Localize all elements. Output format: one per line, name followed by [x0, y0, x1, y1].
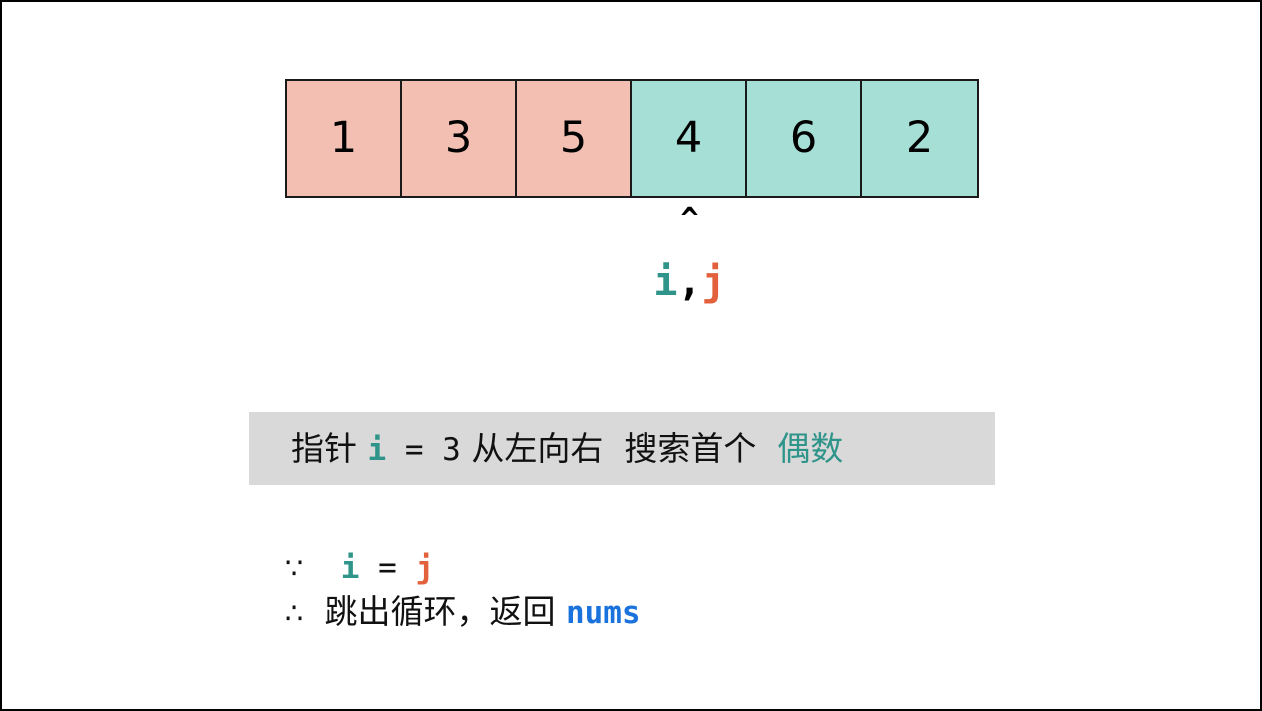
- because-symbol: ∵: [285, 551, 304, 585]
- conclusion-return-value: nums: [565, 594, 641, 631]
- banner-var-i: i: [367, 431, 387, 468]
- pointer-label-separator: ,: [677, 259, 702, 305]
- conclusion-equals: =: [378, 550, 397, 586]
- array-cell-value: 6: [789, 113, 818, 163]
- array-cell-0: 1: [287, 81, 402, 196]
- pointer-labels: i,j: [632, 260, 747, 304]
- array-visualization: 1 3 5 4 6 2: [285, 79, 979, 198]
- banner-value: 3: [442, 431, 461, 468]
- conclusion-var-j: j: [415, 550, 435, 586]
- array-cell-value: 3: [444, 113, 473, 163]
- conclusion-var-i: i: [340, 550, 360, 586]
- banner-equals: =: [386, 431, 443, 468]
- pointer-label-i: i: [653, 259, 678, 305]
- conclusion-block: ∵ i = j ∴ 跳出循环，返回 nums: [285, 545, 641, 634]
- banner-prefix: 指针: [291, 428, 368, 468]
- array-cell-3: 4: [632, 81, 747, 196]
- conclusion-line-2: ∴ 跳出循环，返回 nums: [285, 590, 641, 635]
- pointer-label-j: j: [701, 259, 726, 305]
- therefore-symbol: ∴: [285, 595, 304, 630]
- array-cell-value: 1: [329, 113, 358, 163]
- array-cell-value: 4: [674, 113, 703, 163]
- conclusion-text: 跳出循环，返回: [324, 591, 566, 631]
- array-cell-5: 2: [862, 81, 977, 196]
- status-banner: 指针 i = 3 从左向右 搜索首个 偶数: [249, 412, 995, 485]
- array-cell-value: 2: [905, 113, 934, 163]
- array-cell-2: 5: [517, 81, 632, 196]
- banner-direction: 从左向右 搜索首个: [460, 428, 778, 468]
- array-cell-value: 5: [559, 113, 588, 163]
- caret-up-icon: ^: [680, 202, 699, 237]
- conclusion-line-1: ∵ i = j: [285, 545, 641, 590]
- banner-target: 偶数: [777, 428, 844, 468]
- status-banner-text: 指针 i = 3 从左向右 搜索首个 偶数: [291, 432, 843, 466]
- array-cell-1: 3: [402, 81, 517, 196]
- array-cell-4: 6: [747, 81, 862, 196]
